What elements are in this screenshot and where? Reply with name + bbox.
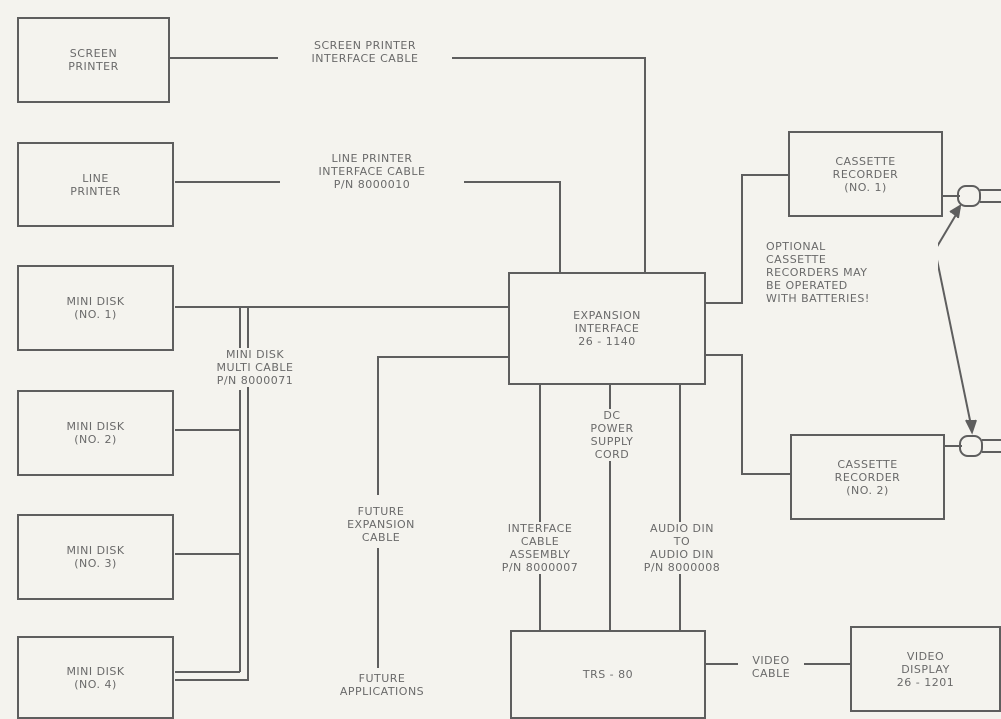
future-applications-label: FUTURE APPLICATIONS [316,672,448,698]
mini-disk-1-label: MINI DISK (NO. 1) [66,295,125,321]
cassette-1-box: CASSETTE RECORDER (NO. 1) [788,131,943,217]
line-printer-label: LINE PRINTER [70,171,121,198]
cassette-1-line [705,174,788,304]
dc-power-cord-label: DC POWER SUPPLY CORD [570,409,654,461]
line-printer-cable-label: LINE PRINTER INTERFACE CABLE P/N 8000010 [280,152,464,191]
mini-disk-4-label: MINI DISK (NO. 4) [66,664,125,691]
optional-cassette-note: OPTIONAL CASSETTE RECORDERS MAY BE OPERA… [764,240,938,305]
mini-disk-multi-cable-trunk [175,307,249,681]
line-printer-box: LINE PRINTER [17,142,174,227]
mini-disk-4-box: MINI DISK (NO. 4) [17,636,174,719]
video-cable-label: VIDEO CABLE [738,654,804,680]
mini-disk-3-box: MINI DISK (NO. 3) [17,514,174,600]
mini-disk-2-box: MINI DISK (NO. 2) [17,390,174,476]
expansion-interface-box: EXPANSION INTERFACE 26 - 1140 [508,272,706,385]
note-arrow-2 [934,249,973,431]
mini-disk-2-label: MINI DISK (NO. 2) [66,420,125,446]
future-expansion-cable-label: FUTURE EXPANSION CABLE [324,505,438,544]
plug-1-icon [957,185,981,207]
mini-disk-1-box: MINI DISK (NO. 1) [17,265,174,351]
mini-disk-3-label: MINI DISK (NO. 3) [66,544,125,570]
line-printer-cable-line [175,181,561,272]
future-expansion-line [377,356,508,495]
interface-cable-label: INTERFACE CABLE ASSEMBLY P/N 8000007 [478,522,602,574]
cassette-2-line [705,354,790,475]
video-display-box: VIDEO DISPLAY 26 - 1201 [850,626,1001,712]
cassette-2-label: CASSETTE RECORDER (NO. 2) [834,457,901,497]
trs80-box: TRS - 80 [510,630,706,719]
audio-cable-label: AUDIO DIN TO AUDIO DIN P/N 8000008 [625,522,739,574]
mini-disk-cable-label: MINI DISK MULTI CABLE P/N 8000071 [194,348,316,387]
cassette-1-label: CASSETTE RECORDER (NO. 1) [832,154,899,194]
screen-printer-cable-label: SCREEN PRINTER INTERFACE CABLE [278,39,452,65]
cassette-2-box: CASSETTE RECORDER (NO. 2) [790,434,945,520]
screen-printer-label: SCREEN PRINTER [68,47,119,73]
screen-printer-box: SCREEN PRINTER [17,17,170,103]
expansion-interface-label: EXPANSION INTERFACE 26 - 1140 [573,309,641,348]
trs80-label: TRS - 80 [582,668,634,681]
plug-2-icon [959,435,983,457]
video-display-label: VIDEO DISPLAY 26 - 1201 [896,649,955,689]
